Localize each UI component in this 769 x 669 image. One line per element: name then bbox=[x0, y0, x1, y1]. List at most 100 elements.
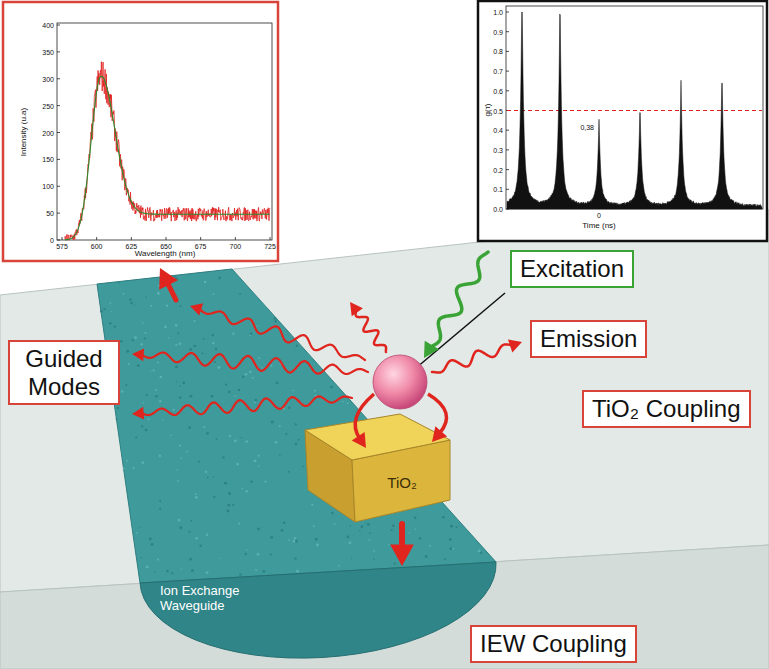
axis-tick-label: 300 bbox=[42, 75, 54, 82]
texture-dot bbox=[174, 275, 176, 277]
texture-dot bbox=[214, 361, 216, 363]
texture-dot bbox=[140, 526, 142, 528]
texture-dot bbox=[360, 525, 363, 528]
tick bbox=[506, 130, 509, 131]
texture-dot bbox=[188, 426, 191, 429]
axis-tick-label: 0.5 bbox=[493, 107, 503, 114]
texture-dot bbox=[338, 565, 340, 567]
texture-dot bbox=[394, 562, 396, 564]
axis-tick-label: 200 bbox=[42, 129, 54, 136]
texture-dot bbox=[315, 538, 318, 541]
texture-dot bbox=[157, 559, 159, 561]
arrow-head bbox=[508, 339, 522, 352]
texture-dot bbox=[194, 345, 197, 348]
texture-dot bbox=[219, 557, 220, 558]
texture-dot bbox=[128, 363, 130, 365]
threshold-line bbox=[507, 110, 762, 111]
texture-dot bbox=[199, 545, 201, 547]
axis-title: Intensity (u.a) bbox=[20, 108, 28, 156]
texture-dot bbox=[126, 460, 128, 462]
texture-dot bbox=[239, 573, 242, 576]
texture-dot bbox=[218, 277, 221, 280]
texture-dot bbox=[195, 493, 197, 495]
axis-tick-label: 400 bbox=[42, 22, 54, 29]
texture-dot bbox=[313, 525, 315, 527]
excitation-wave bbox=[424, 252, 488, 358]
texture-dot bbox=[110, 303, 112, 305]
texture-dot bbox=[190, 520, 192, 522]
axis-tick-label: 575 bbox=[56, 243, 68, 250]
texture-dot bbox=[141, 525, 143, 527]
texture-dot bbox=[155, 395, 158, 398]
texture-dot bbox=[145, 429, 148, 432]
substrate-top bbox=[0, 210, 769, 592]
texture-dot bbox=[172, 409, 174, 411]
arrow-head bbox=[432, 426, 447, 442]
axis-tick-label: 0.0 bbox=[493, 206, 503, 213]
texture-dot bbox=[263, 570, 266, 573]
axis-title: Time (ns) bbox=[582, 222, 615, 230]
texture-dot bbox=[123, 467, 125, 469]
texture-dot bbox=[140, 557, 142, 559]
box-label: Emission bbox=[540, 325, 637, 353]
texture-dot bbox=[166, 304, 168, 306]
texture-dot bbox=[159, 400, 162, 403]
texture-dot bbox=[298, 439, 300, 441]
texture-dot bbox=[292, 390, 294, 392]
texture-dot bbox=[242, 376, 244, 378]
tick bbox=[506, 90, 509, 91]
guided-mode-wave bbox=[132, 348, 368, 374]
texture-dot bbox=[135, 436, 137, 438]
texture-dot bbox=[238, 389, 241, 392]
texture-dot bbox=[288, 539, 290, 541]
texture-dot bbox=[215, 348, 217, 350]
tick bbox=[57, 105, 60, 106]
texture-dot bbox=[136, 532, 138, 534]
axis-tick-label: 150 bbox=[42, 156, 54, 163]
texture-dot bbox=[171, 572, 173, 574]
texture-dot bbox=[186, 451, 188, 453]
spectrum-fit bbox=[65, 76, 270, 240]
texture-dot bbox=[250, 333, 252, 335]
texture-dot bbox=[262, 367, 263, 368]
guided-mode-wave bbox=[132, 396, 352, 419]
texture-dot bbox=[228, 492, 231, 495]
texture-dot bbox=[311, 504, 313, 506]
texture-dot bbox=[414, 516, 417, 519]
axis-tick-label: 0.7 bbox=[493, 68, 503, 75]
tick bbox=[506, 149, 509, 150]
emission-wave bbox=[350, 302, 386, 352]
axis-tick-label: 0.4 bbox=[493, 127, 503, 134]
texture-dot bbox=[369, 532, 371, 534]
texture-dot bbox=[203, 426, 205, 428]
texture-dot bbox=[175, 324, 178, 327]
axis-tick-label: 675 bbox=[195, 243, 207, 250]
texture-dot bbox=[227, 510, 230, 513]
texture-dot bbox=[250, 481, 253, 484]
texture-dot bbox=[206, 534, 208, 536]
waveguide-top bbox=[97, 269, 496, 583]
texture-dot bbox=[365, 522, 366, 523]
tick bbox=[270, 237, 271, 240]
texture-dot bbox=[245, 490, 248, 493]
part-label: TiO₂ bbox=[387, 475, 416, 490]
correlation-data bbox=[507, 12, 762, 209]
texture-dot bbox=[118, 282, 120, 284]
texture-dot bbox=[189, 348, 192, 351]
texture-dot bbox=[288, 471, 290, 473]
texture-dot bbox=[349, 541, 352, 544]
texture-dot bbox=[146, 394, 148, 396]
texture-dot bbox=[425, 555, 428, 558]
tick bbox=[506, 31, 509, 32]
texture-dot bbox=[150, 370, 151, 371]
tick bbox=[131, 237, 132, 240]
texture-dot bbox=[234, 440, 237, 443]
texture-dot bbox=[222, 456, 224, 458]
texture-dot bbox=[456, 526, 458, 528]
texture-dot bbox=[166, 570, 169, 573]
texture-dot bbox=[123, 293, 125, 295]
label-box: IEW Coupling bbox=[470, 625, 637, 663]
texture-dot bbox=[168, 337, 170, 339]
